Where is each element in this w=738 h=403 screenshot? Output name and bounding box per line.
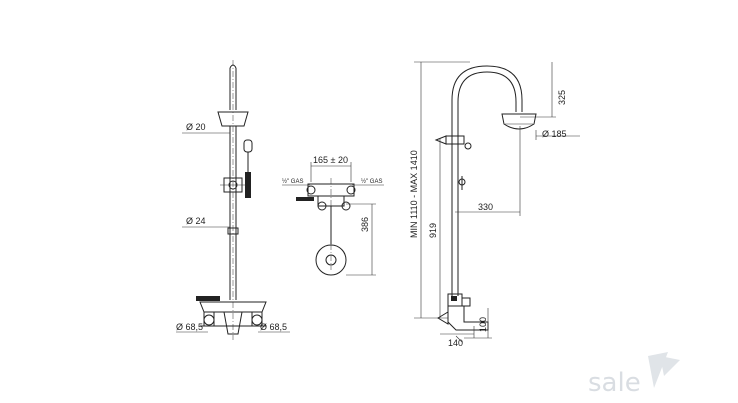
watermark-logo-icon — [648, 352, 680, 388]
side-view: 165 ± 20 ½" GAS ½" GAS 386 — [282, 155, 384, 276]
dim-total-height: MIN 1110 - MAX 1410 — [409, 150, 419, 238]
gas-left-label: ½" GAS — [282, 178, 303, 185]
watermark: sale — [588, 352, 680, 398]
dim-diameter-mid: Ø 24 — [186, 216, 206, 226]
watermark-text: sale — [588, 368, 641, 398]
front-view: Ø 20 Ø 24 Ø 68,5 Ø 68,5 — [176, 60, 290, 340]
dim-spout-height: 100 — [478, 317, 488, 332]
dim-diameter-top: Ø 20 — [186, 122, 206, 132]
profile-view: MIN 1110 - MAX 1410 325 Ø 185 330 919 — [409, 61, 580, 348]
dim-head-drop: 325 — [557, 90, 567, 105]
dim-inlet-right: Ø 68,5 — [260, 322, 287, 332]
dim-head-diameter: Ø 185 — [542, 129, 567, 139]
gas-right-label: ½" GAS — [361, 178, 382, 185]
dim-side-height: 386 — [360, 217, 370, 232]
dim-spout-reach: 140 — [448, 338, 463, 348]
dim-inlet-left: Ø 68,5 — [176, 322, 203, 332]
dim-arm-reach: 330 — [478, 202, 493, 212]
dim-lower-height: 919 — [428, 223, 438, 238]
dim-center-distance: 165 ± 20 — [313, 155, 348, 165]
